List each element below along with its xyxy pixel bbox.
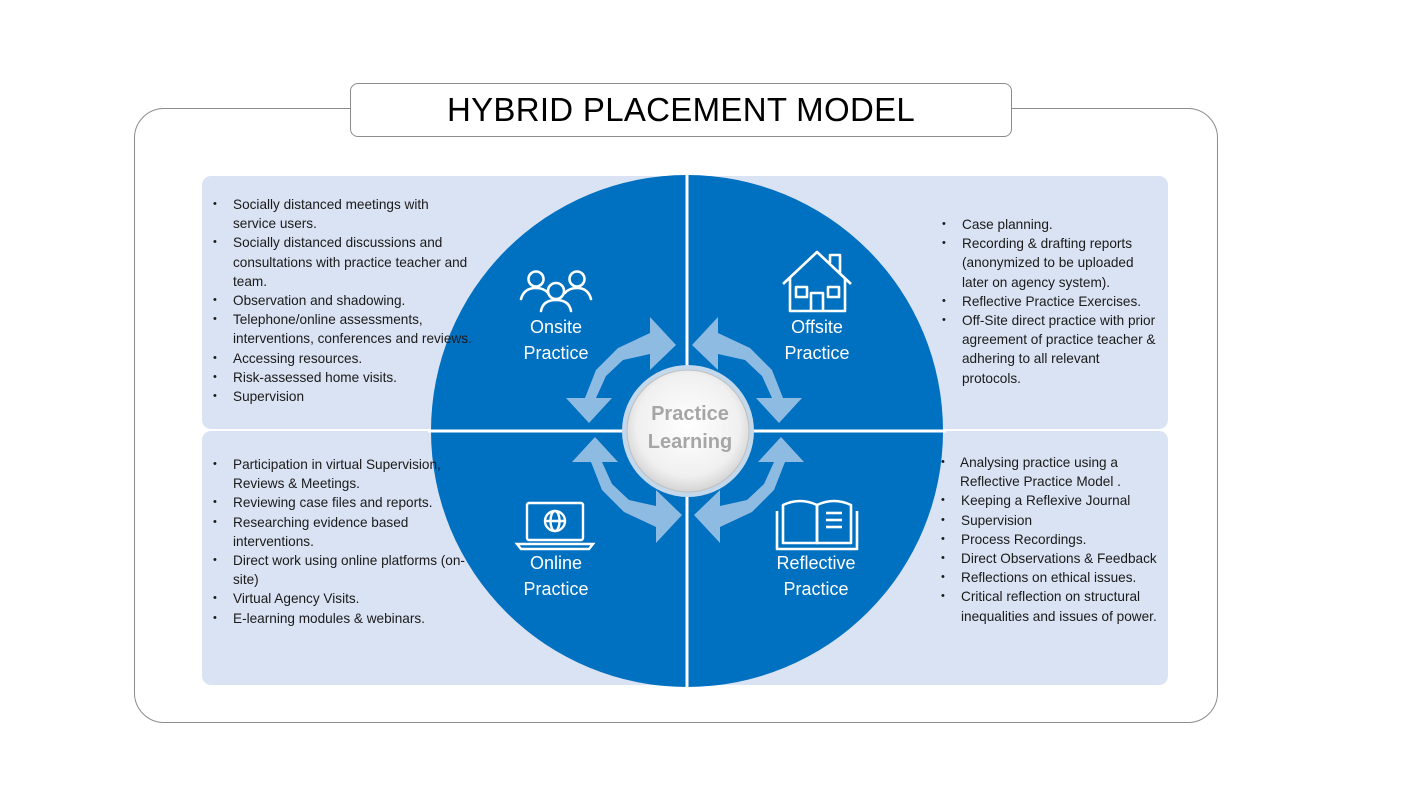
- center-label-line1: Practice: [651, 403, 729, 425]
- list-item: Reviewing case files and reports.: [212, 493, 472, 512]
- list-item: Socially distanced discussions and consu…: [212, 233, 472, 291]
- list-item: Risk-assessed home visits.: [212, 368, 472, 387]
- list-item: Accessing resources.: [212, 349, 472, 368]
- list-item: Researching evidence based interventions…: [212, 513, 472, 551]
- list-item: Process Recordings.: [940, 530, 1162, 549]
- offsite-label-line2: Practice: [784, 343, 850, 363]
- list-item: Critical reflection on structural inequa…: [940, 587, 1162, 625]
- arrow-top-left: [566, 317, 676, 423]
- reflective-label-line2: Practice: [783, 579, 849, 599]
- onsite-practice-label: Onsite Practice: [486, 314, 626, 366]
- list-item: Reflections on ethical issues.: [940, 568, 1162, 587]
- list-item: Observation and shadowing.: [212, 291, 472, 310]
- list-item: Recording & drafting reports (anonymized…: [941, 234, 1159, 292]
- list-item: Direct Observations & Feedback: [940, 549, 1162, 568]
- reflective-activities-list: Analysing practice using a Reflective Pr…: [940, 453, 1162, 626]
- arrow-top-right: [692, 317, 802, 423]
- list-item: Reflective Practice Exercises.: [941, 292, 1159, 311]
- online-activities-list: Participation in virtual Supervision, Re…: [212, 455, 472, 628]
- online-label-line1: Online: [529, 553, 583, 573]
- diagram-title: HYBRID PLACEMENT MODEL: [446, 91, 916, 128]
- list-item: Off-Site direct practice with prior agre…: [941, 311, 1159, 388]
- offsite-label-line1: Offsite: [791, 317, 843, 337]
- list-item: Analysing practice using a Reflective Pr…: [940, 453, 1162, 491]
- laptop-globe-icon: [514, 501, 596, 551]
- list-item: Socially distanced meetings with service…: [212, 195, 472, 233]
- title-box: HYBRID PLACEMENT MODEL: [350, 83, 1012, 137]
- reflective-practice-label: Reflective Practice: [746, 550, 886, 602]
- cycle-arrows: [566, 317, 804, 543]
- center-label-line2: Learning: [647, 431, 733, 453]
- list-item: Telephone/online assessments, interventi…: [212, 310, 472, 348]
- people-group-icon: [519, 270, 593, 313]
- list-item: Virtual Agency Visits.: [212, 589, 472, 608]
- offsite-practice-label: Offsite Practice: [747, 314, 887, 366]
- offsite-activities-list: Case planning. Recording & drafting repo…: [941, 215, 1159, 388]
- list-item: Direct work using online platforms (on-s…: [212, 551, 472, 589]
- list-item: Case planning.: [941, 215, 1159, 234]
- center-label: Practice Learning: [626, 400, 754, 456]
- list-item: Supervision: [940, 511, 1162, 530]
- onsite-label-line1: Onsite: [529, 317, 583, 337]
- arrow-bottom-right: [694, 437, 804, 543]
- onsite-label-line2: Practice: [523, 343, 589, 363]
- house-icon: [782, 250, 852, 313]
- list-item: Supervision: [212, 387, 472, 406]
- arrow-bottom-left: [572, 437, 682, 543]
- open-book-icon: [775, 499, 859, 551]
- onsite-activities-list: Socially distanced meetings with service…: [212, 195, 472, 406]
- online-label-line2: Practice: [523, 579, 589, 599]
- list-item: Keeping a Reflexive Journal: [940, 491, 1162, 510]
- list-item: E-learning modules & webinars.: [212, 609, 472, 628]
- online-practice-label: Online Practice: [486, 550, 626, 602]
- list-item: Participation in virtual Supervision, Re…: [212, 455, 472, 493]
- center-circle: [626, 369, 750, 493]
- reflective-label-line1: Reflective: [776, 553, 856, 573]
